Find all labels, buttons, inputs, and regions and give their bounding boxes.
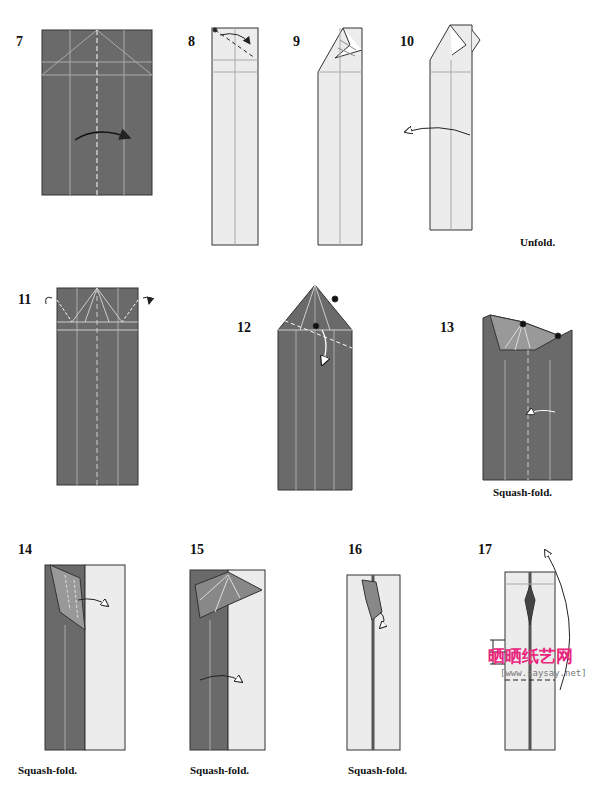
step-number: 16 — [348, 542, 362, 558]
step-number: 17 — [478, 542, 492, 558]
step-number: 15 — [190, 542, 204, 558]
step-caption: Squash-fold. — [18, 764, 77, 776]
step-caption: Squash-fold. — [348, 764, 407, 776]
step-caption: Squash-fold. — [493, 486, 552, 498]
step-number: 11 — [18, 292, 31, 308]
step-number: 8 — [188, 34, 195, 50]
step-caption: Squash-fold. — [190, 764, 249, 776]
step-number: 13 — [440, 320, 454, 336]
watermark: 晒晒纸艺网 — [488, 645, 573, 668]
step-number: 14 — [18, 542, 32, 558]
watermark-url: [www.saysay.net] — [500, 668, 587, 678]
step-number: 9 — [293, 34, 300, 50]
step-caption: Unfold. — [520, 236, 555, 248]
step-number: 7 — [16, 34, 23, 50]
step-number: 10 — [400, 34, 414, 50]
step-number: 12 — [237, 320, 251, 336]
